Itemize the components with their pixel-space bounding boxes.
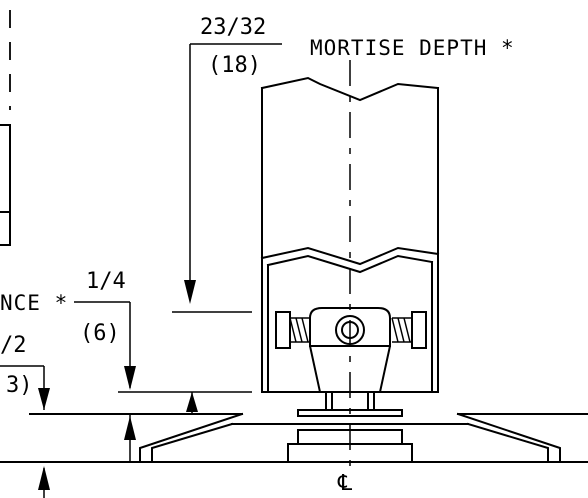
arrow-down bbox=[38, 388, 50, 410]
mortise-depth-metric: (18) bbox=[208, 53, 261, 78]
arrow-up bbox=[186, 392, 198, 412]
arrow-down bbox=[184, 280, 196, 304]
right-spring bbox=[391, 317, 412, 343]
left-spring bbox=[289, 317, 310, 343]
clearance-metric: (6) bbox=[80, 321, 120, 346]
mortise-depth-dimension: 23/32 (18) MORTISE DEPTH * bbox=[184, 15, 515, 304]
floor-closer-base bbox=[0, 412, 588, 463]
adjuster-mechanism bbox=[275, 307, 427, 417]
lower-dimension: /2 3) bbox=[0, 333, 50, 498]
clearance-label: NCE * bbox=[0, 291, 68, 315]
mortise-depth-fraction: 23/32 bbox=[200, 15, 266, 40]
centerline-symbol: ℄ bbox=[337, 471, 353, 496]
lower-metric: 3) bbox=[6, 373, 33, 398]
floor-clearance-arrows bbox=[124, 392, 198, 462]
arrow-down bbox=[124, 366, 136, 390]
clearance-fraction: 1/4 bbox=[86, 269, 126, 294]
clearance-dimension: NCE * 1/4 (6) bbox=[0, 269, 252, 393]
lower-fraction: /2 bbox=[0, 333, 27, 358]
arrow-up bbox=[38, 466, 50, 490]
left-door-edge bbox=[0, 10, 11, 246]
arrow-up bbox=[124, 416, 136, 440]
mortise-depth-label: MORTISE DEPTH * bbox=[310, 36, 515, 60]
